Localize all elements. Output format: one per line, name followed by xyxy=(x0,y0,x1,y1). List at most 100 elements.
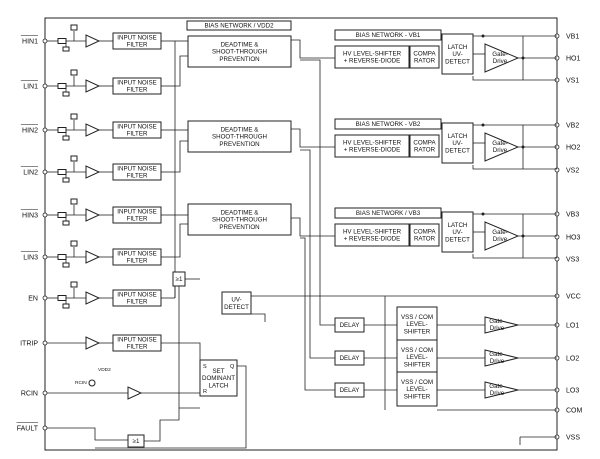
hv-level-shifter-2: HV LEVEL-SHIFTER+ REVERSE-DIODE xyxy=(334,134,410,158)
pin-ho2: HO2 xyxy=(554,145,581,152)
pin-vss: VSS xyxy=(554,435,580,442)
input-buffer xyxy=(85,34,101,48)
pin-label: LIN2 xyxy=(23,170,38,177)
input-noise-filter-label: INPUT NOISE xyxy=(117,80,156,87)
input-noise-filter-label: FILTER xyxy=(127,131,148,138)
deadtime-block-2-label: PREVENTION xyxy=(219,141,259,148)
itrip-comparator xyxy=(85,336,101,350)
bias-network-vdd2: BIAS NETWORK / VDD2 xyxy=(186,20,292,31)
pin-label: LO2 xyxy=(566,356,579,363)
low-level-shifter-3-label: VSS / COM xyxy=(401,379,433,386)
input-buffer xyxy=(85,291,101,305)
bias-network-vdd2-label: BIAS NETWORK / VDD2 xyxy=(204,23,274,30)
pin-label: FAULT xyxy=(17,426,39,433)
delay-2: DELAY xyxy=(334,350,365,366)
gate-drive-label: Drive xyxy=(493,236,508,243)
input-noise-filter-label: FILTER xyxy=(127,173,148,180)
input-noise-filter-itrip-label: INPUT NOISE xyxy=(117,337,156,344)
pin-hin2: HIN2 xyxy=(20,124,48,135)
or-gate-top-label: ≥1 xyxy=(176,276,183,283)
gate-drive-label: Gate- xyxy=(489,383,504,390)
latch-uv-detect-2-label: DETECT xyxy=(445,147,470,154)
pin-ho1: HO1 xyxy=(554,56,581,63)
gate-drive-label: Drive xyxy=(490,325,505,332)
input-buffer xyxy=(85,165,101,179)
deadtime-block-1-label: SHOOT-THROUGH xyxy=(212,49,267,56)
pin-pad xyxy=(42,425,48,431)
latch-uv-detect-3-label: DETECT xyxy=(445,236,470,243)
pin-label: HIN1 xyxy=(22,39,38,46)
comparator-3-label: RATOR xyxy=(414,236,436,243)
input-buffer xyxy=(85,123,101,137)
latch-uv-detect-1-label: LATCH xyxy=(448,44,468,51)
delay-3: DELAY xyxy=(334,382,365,398)
uv-detect-vcc-label: DETECT xyxy=(224,304,249,311)
low-level-shifter-3-label: LEVEL- xyxy=(406,386,427,393)
pin-pad xyxy=(42,340,48,346)
pin-lo2: LO2 xyxy=(554,356,579,363)
low-gate-drive-3 xyxy=(484,381,519,399)
pin-hin3: HIN3 xyxy=(20,209,48,220)
right-pins: VB1HO1VS1VB2HO2VS2VB3HO3VS3VCCLO1LO2LO3C… xyxy=(554,34,583,442)
set-dominant-latch-label: LATCH xyxy=(209,382,229,389)
hv-level-shifter-1: HV LEVEL-SHIFTER+ REVERSE-DIODE xyxy=(334,45,410,69)
or-gate-top: ≥1 xyxy=(172,271,186,287)
pin-pad xyxy=(42,83,48,89)
deadtime-block-2-label: SHOOT-THROUGH xyxy=(212,134,267,141)
comparator-1-label: COMPA xyxy=(413,51,436,58)
hv-level-shifter-3-label: + REVERSE-DIODE xyxy=(344,236,401,243)
low-level-shifter-2-label: VSS / COM xyxy=(401,347,433,354)
pin-label: ITRIP xyxy=(20,341,38,348)
input-noise-filter-label: INPUT NOISE xyxy=(117,251,156,258)
low-level-shifter-3-label: SHIFTER xyxy=(404,393,431,400)
comparator-1-label: RATOR xyxy=(414,58,436,65)
pin-pad xyxy=(42,295,48,301)
latch-uv-detect-3-label: LATCH xyxy=(448,222,468,229)
gate-drive-2 xyxy=(484,132,520,162)
pin-ho3: HO3 xyxy=(554,235,581,242)
input-noise-filter-label: FILTER xyxy=(127,258,148,265)
pin-vs1: VS1 xyxy=(554,78,579,85)
latch-uv-detect-2-label: UV- xyxy=(452,140,462,147)
pin-vcc: VCC xyxy=(554,294,581,301)
low-level-shifter-1-label: LEVEL- xyxy=(406,321,427,328)
pin-pad xyxy=(42,169,48,175)
input-noise-filter-label: INPUT NOISE xyxy=(117,35,156,42)
pin-label: HO2 xyxy=(566,145,581,152)
gate-drive-label: Gate- xyxy=(489,318,504,325)
bias-network-vb1-label: BIAS NETWORK - VB1 xyxy=(356,32,421,39)
latch-uv-detect-1-label: DETECT xyxy=(445,58,470,65)
pin-rcin: RCIN xyxy=(21,391,48,398)
pin-label: HIN2 xyxy=(22,128,38,135)
pin-label: VB1 xyxy=(566,34,579,41)
pin-label: LO3 xyxy=(566,388,579,395)
bias-network-vb2-label: BIAS NETWORK - VB2 xyxy=(356,121,421,128)
rcin-current-label: RCIN xyxy=(75,380,87,386)
bias-network-vb3: BIAS NETWORK / VB3 xyxy=(334,207,442,219)
input-noise-filter-label: FILTER xyxy=(127,87,148,94)
deadtime-block-3-label: PREVENTION xyxy=(219,224,259,231)
hv-level-shifter-3: HV LEVEL-SHIFTER+ REVERSE-DIODE xyxy=(334,223,410,247)
pin-lin1: LIN1 xyxy=(20,80,48,91)
input-noise-filter-label: INPUT NOISE xyxy=(117,166,156,173)
ic-outline xyxy=(44,17,558,451)
bias-network-vb2: BIAS NETWORK - VB2 xyxy=(334,118,442,130)
pin-fault: FAULT xyxy=(16,422,48,433)
uv-detect-vcc: UV-DETECT xyxy=(221,291,252,315)
comparator-2-label: RATOR xyxy=(414,147,436,154)
input-buffer xyxy=(85,208,101,222)
delay-2-label: DELAY xyxy=(340,355,360,362)
